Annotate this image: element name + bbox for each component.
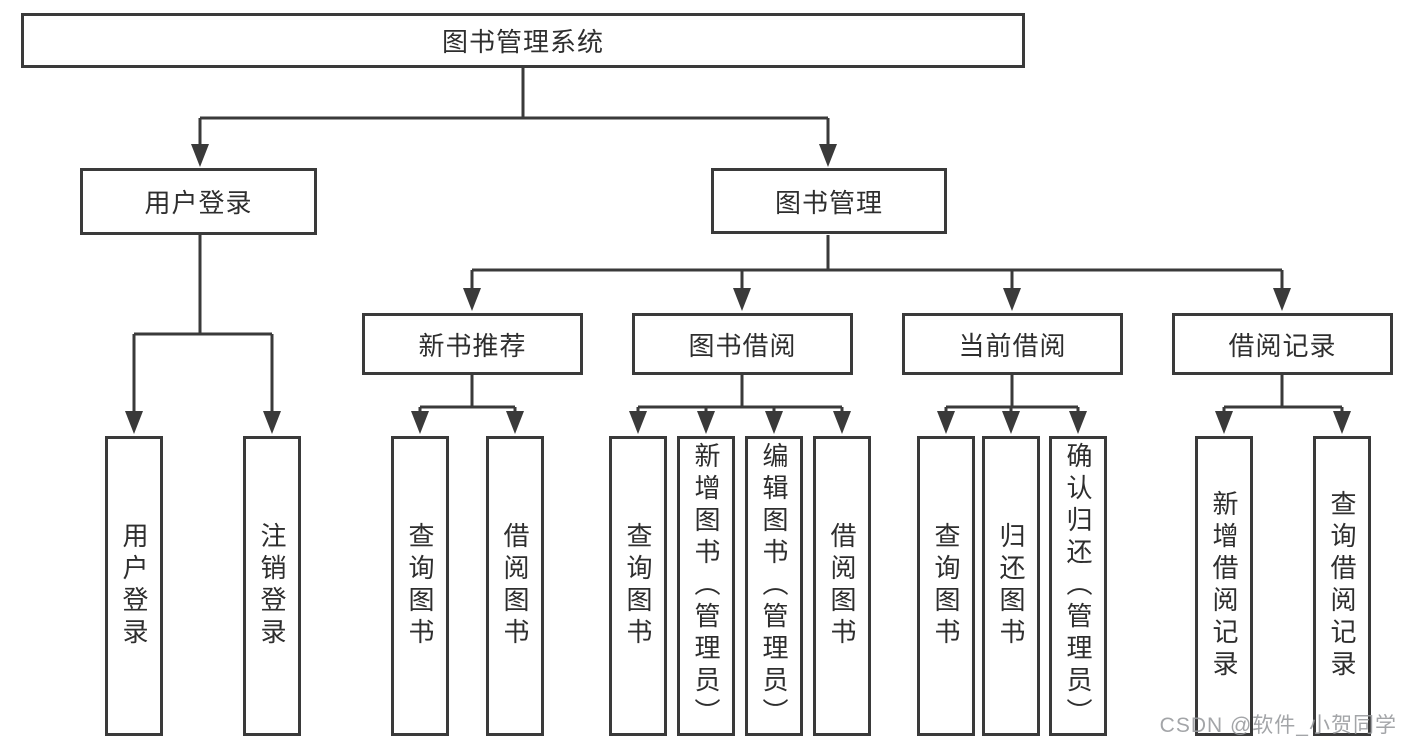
leaf-logout: 注销登录 <box>243 436 301 736</box>
leaf-current-confirm-return-admin: 确认归还（管理员） <box>1049 436 1107 736</box>
connector-userlogin-to-leaves <box>132 235 274 414</box>
node-user-login: 用户登录 <box>80 168 317 235</box>
node-borrow-record: 借阅记录 <box>1172 313 1393 375</box>
csdn-watermark: CSDN @软件_小贺同学 <box>1159 714 1397 737</box>
node-library-management-system: 图书管理系统 <box>21 13 1025 68</box>
leaf-borrow-query-book-label: 查询图书 <box>623 522 653 650</box>
leaf-newbook-query-book-label: 查询图书 <box>405 522 435 650</box>
node-borrow-record-label: 借阅记录 <box>1228 330 1337 361</box>
leaf-record-add-borrow-record-label: 新增借阅记录 <box>1209 490 1239 682</box>
leaf-user-login: 用户登录 <box>105 436 163 736</box>
connector-bookborrow-to-leaves <box>636 375 844 414</box>
leaf-newbook-borrow-book-label: 借阅图书 <box>500 522 530 650</box>
leaf-borrow-edit-book-admin-label: 编辑图书（管理员） <box>759 442 789 730</box>
leaf-borrow-query-book: 查询图书 <box>609 436 667 736</box>
leaf-record-query-borrow-record: 查询借阅记录 <box>1313 436 1371 736</box>
leaf-current-return-book: 归还图书 <box>982 436 1040 736</box>
node-book-borrow-label: 图书借阅 <box>688 330 797 361</box>
node-book-management: 图书管理 <box>711 168 947 234</box>
leaf-current-query-book-label: 查询图书 <box>931 522 961 650</box>
leaf-borrow-borrow-book-label: 借阅图书 <box>827 522 857 650</box>
node-new-book-recommend-label: 新书推荐 <box>418 330 527 361</box>
leaf-borrow-edit-book-admin: 编辑图书（管理员） <box>745 436 803 736</box>
leaf-borrow-add-book-admin: 新增图书（管理员） <box>677 436 735 736</box>
leaf-logout-label: 注销登录 <box>257 522 287 650</box>
leaf-newbook-query-book: 查询图书 <box>391 436 449 736</box>
leaf-current-return-book-label: 归还图书 <box>996 522 1026 650</box>
leaf-record-query-borrow-record-label: 查询借阅记录 <box>1327 490 1357 682</box>
node-library-management-system-label: 图书管理系统 <box>441 27 604 57</box>
leaf-user-login-label: 用户登录 <box>119 522 149 650</box>
node-current-borrow: 当前借阅 <box>902 313 1123 375</box>
leaf-borrow-add-book-admin-label: 新增图书（管理员） <box>691 442 721 730</box>
leaf-current-query-book: 查询图书 <box>917 436 975 736</box>
connector-root-to-level2 <box>198 68 830 147</box>
connector-borrowrecord-to-leaves <box>1222 375 1344 414</box>
leaf-newbook-borrow-book: 借阅图书 <box>486 436 544 736</box>
node-current-borrow-label: 当前借阅 <box>958 330 1067 361</box>
node-book-borrow: 图书借阅 <box>632 313 853 375</box>
node-user-login-label: 用户登录 <box>144 188 253 218</box>
node-new-book-recommend: 新书推荐 <box>362 313 583 375</box>
leaf-current-confirm-return-admin-label: 确认归还（管理员） <box>1063 442 1093 730</box>
connector-bookmgmt-to-level3 <box>470 235 1284 291</box>
leaf-borrow-borrow-book: 借阅图书 <box>813 436 871 736</box>
node-book-management-label: 图书管理 <box>774 187 883 218</box>
connector-newbook-to-leaves <box>418 375 517 414</box>
leaf-record-add-borrow-record: 新增借阅记录 <box>1195 436 1253 736</box>
connector-currentborrow-to-leaves <box>944 375 1080 414</box>
